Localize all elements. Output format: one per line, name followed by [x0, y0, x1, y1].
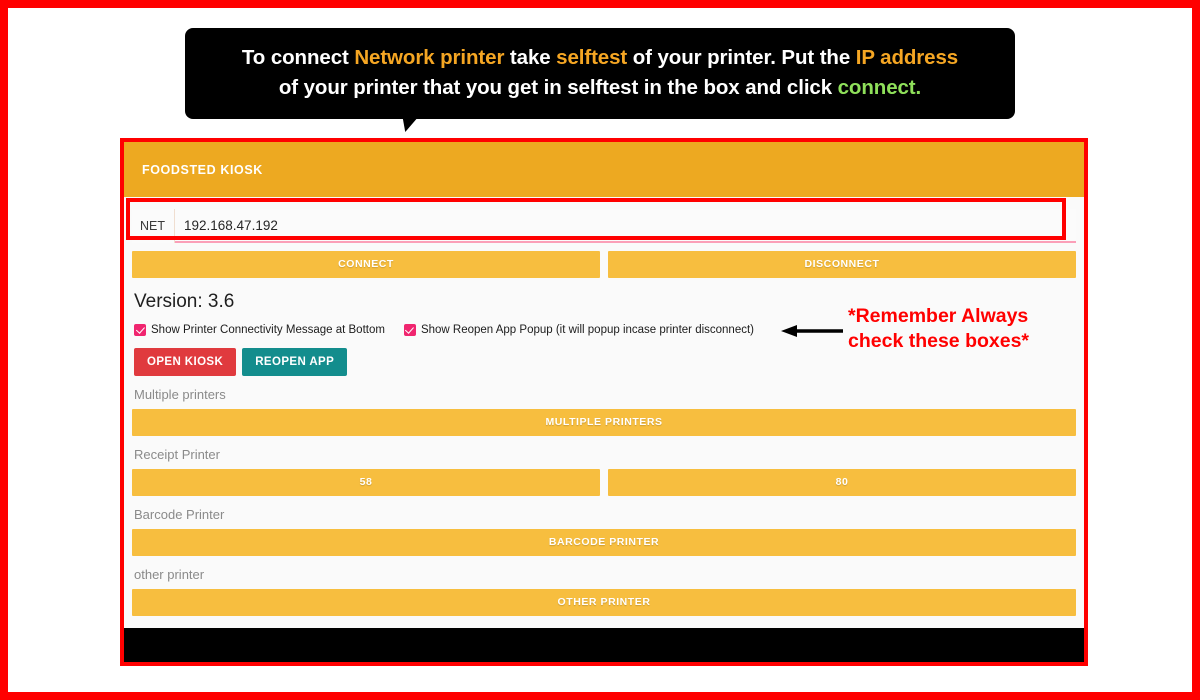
callout-text-3: of your printer. Put the [627, 46, 856, 69]
instruction-callout: To connect Network printer take selftest… [185, 28, 1015, 119]
receipt-printer-button-row: 58 80 [132, 469, 1076, 496]
callout-highlight-selftest: selftest [556, 46, 628, 69]
version-text: Version: 3.6 [134, 291, 235, 312]
callout-text-2: take [504, 46, 557, 69]
receipt-printer-80-button[interactable]: 80 [608, 469, 1076, 496]
callout-highlight-connect: connect. [837, 76, 922, 99]
section-label-receipt-printer: Receipt Printer [134, 447, 220, 462]
settings-checkbox-row: Show Printer Connectivity Message at Bot… [134, 324, 1084, 336]
checkbox-checked-icon[interactable] [134, 324, 146, 336]
callout-text-1: To connect [241, 46, 355, 69]
callout-highlight-ip-address: IP address [855, 46, 959, 69]
callout-line-1: To connect Network printer take selftest… [207, 43, 993, 73]
reopen-app-button[interactable]: REOPEN APP [242, 348, 348, 376]
app-footer-bar [124, 628, 1084, 662]
connect-button[interactable]: CONNECT [132, 251, 600, 278]
barcode-printer-button[interactable]: BARCODE PRINTER [132, 529, 1076, 556]
app-title: FOODSTED KIOSK [142, 162, 263, 177]
arrow-left-icon [781, 325, 843, 337]
section-label-multiple-printers: Multiple printers [134, 387, 226, 402]
net-field-group: NET [132, 209, 1076, 243]
other-printer-button[interactable]: OTHER PRINTER [132, 589, 1076, 616]
annotation-note: *Remember Always check these boxes* [848, 304, 1029, 354]
checkbox-checked-icon[interactable] [403, 324, 416, 336]
app-header: FOODSTED KIOSK [124, 142, 1084, 197]
callout-highlight-network-printer: Network printer [354, 46, 505, 69]
checkbox-label: Show Printer Connectivity Message at Bot… [151, 324, 385, 336]
callout-text-4: of your printer that you get in selftest… [278, 76, 838, 99]
connection-button-row: CONNECT DISCONNECT [132, 251, 1076, 278]
kiosk-app-window: FOODSTED KIOSK NET CONNECT DISCONNECT Ve… [120, 138, 1088, 666]
section-label-other-printer: other printer [134, 567, 205, 582]
callout-tail [397, 107, 427, 132]
disconnect-button[interactable]: DISCONNECT [608, 251, 1076, 278]
checkbox-printer-connectivity-message[interactable]: Show Printer Connectivity Message at Bot… [134, 324, 385, 336]
callout-line-2: of your printer that you get in selftest… [207, 73, 993, 103]
checkbox-reopen-app-popup[interactable]: Show Reopen App Popup (it will popup inc… [403, 324, 754, 336]
open-kiosk-button[interactable]: OPEN KIOSK [134, 348, 237, 376]
net-ip-input[interactable] [175, 209, 1076, 243]
app-body: NET CONNECT DISCONNECT Version: 3.6 Show… [124, 197, 1084, 634]
annotation-note-line-2: check these boxes* [848, 330, 1030, 352]
section-label-barcode-printer: Barcode Printer [134, 507, 225, 522]
receipt-printer-58-button[interactable]: 58 [132, 469, 600, 496]
net-label: NET [132, 209, 175, 243]
checkbox-label: Show Reopen App Popup (it will popup inc… [420, 324, 754, 336]
multiple-printers-button[interactable]: MULTIPLE PRINTERS [132, 409, 1076, 436]
action-button-row: OPEN KIOSK REOPEN APP [134, 348, 1084, 376]
annotation-note-line-1: *Remember Always [848, 305, 1029, 327]
